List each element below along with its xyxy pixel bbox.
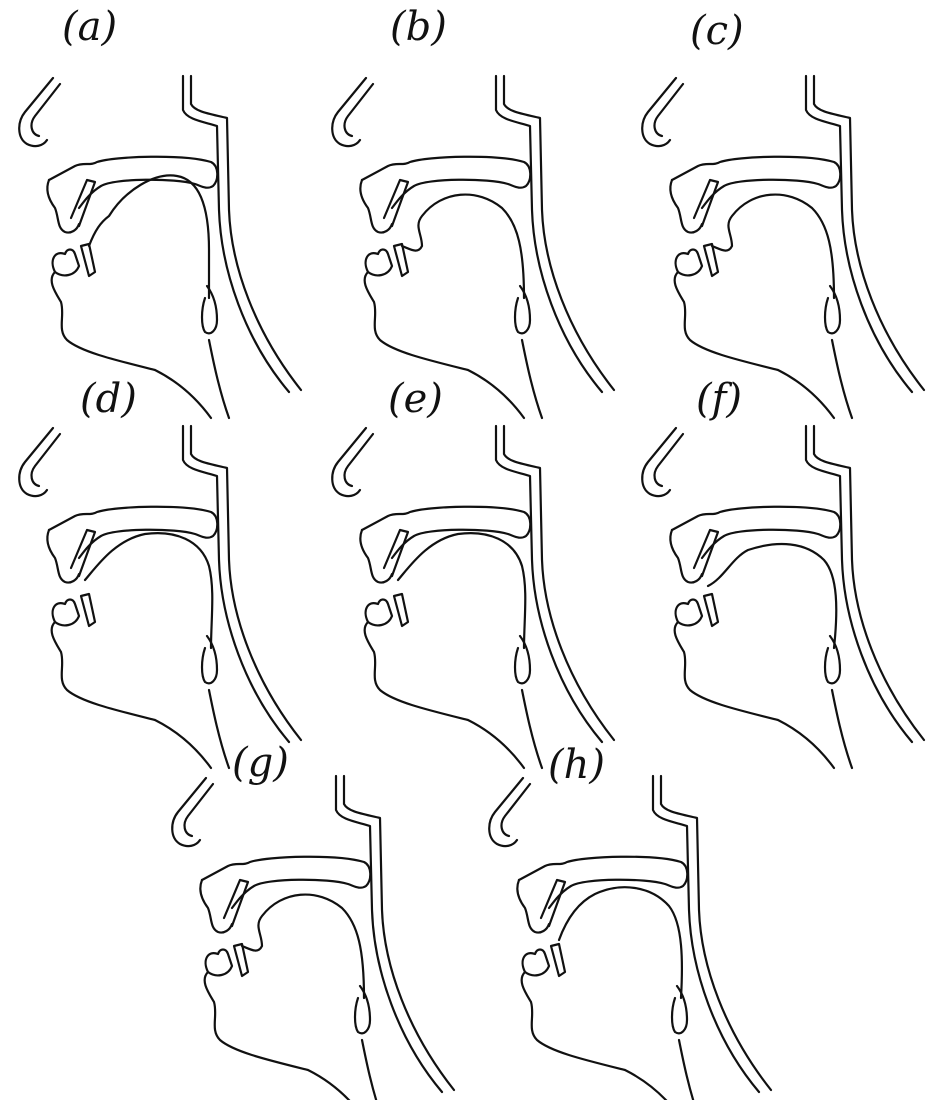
panel-d — [19, 426, 301, 768]
panel-label-f: (f) — [696, 376, 742, 422]
panel-label-a: (a) — [62, 4, 117, 50]
panel-g — [172, 776, 454, 1100]
panel-h — [489, 776, 771, 1100]
panel-f — [642, 426, 924, 768]
panel-a — [19, 76, 301, 418]
panel-label-d: (d) — [80, 376, 137, 422]
panel-label-g: (g) — [232, 740, 289, 786]
panel-label-e: (e) — [388, 376, 443, 422]
panel-label-c: (c) — [690, 8, 744, 54]
panel-b — [332, 76, 614, 418]
panel-label-b: (b) — [390, 4, 447, 50]
panel-label-h: (h) — [548, 742, 605, 788]
panel-c — [642, 76, 924, 418]
panel-e — [332, 426, 614, 768]
